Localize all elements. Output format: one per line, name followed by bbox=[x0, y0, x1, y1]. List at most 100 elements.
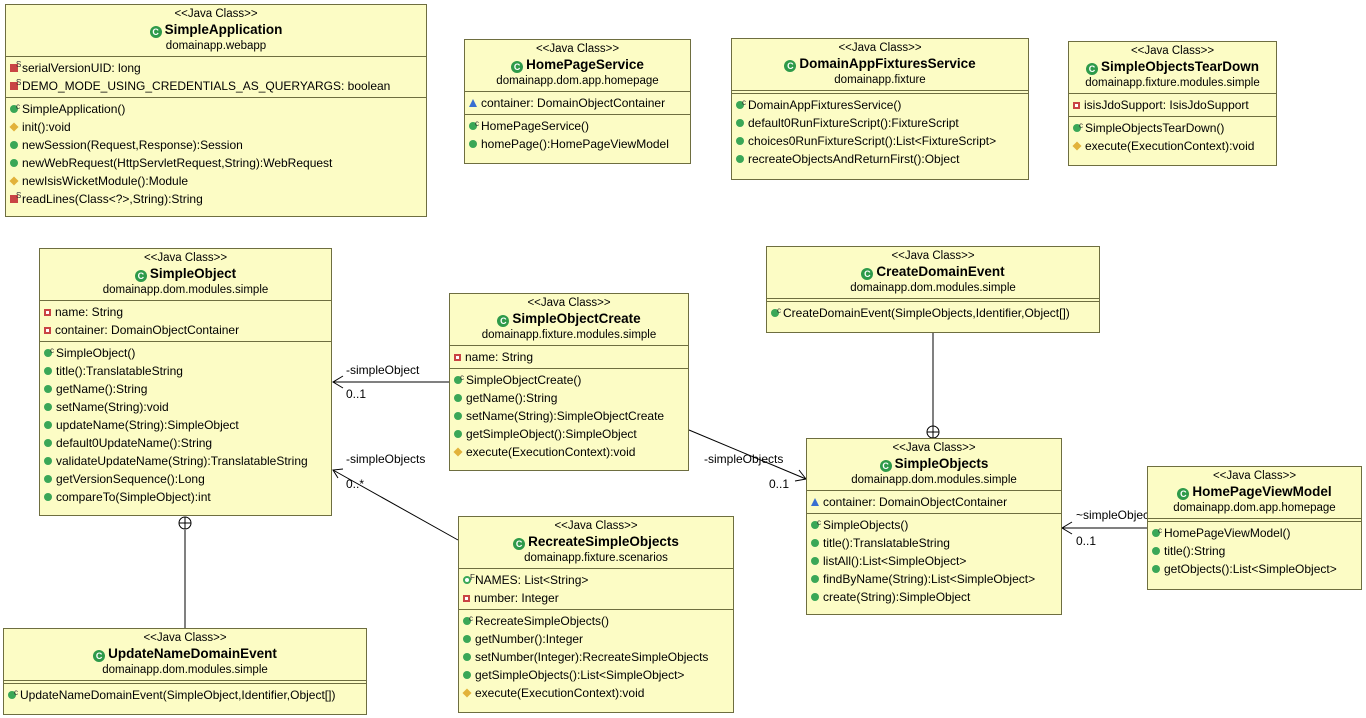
method: title():TranslatableString bbox=[56, 364, 183, 378]
private-field-icon bbox=[44, 327, 51, 334]
class-name: DomainAppFixturesService bbox=[799, 56, 976, 71]
field: number: Integer bbox=[474, 591, 559, 605]
method: execute(ExecutionContext):void bbox=[466, 445, 636, 459]
class-name: RecreateSimpleObjects bbox=[528, 534, 679, 549]
role-label: ~simpleObjects bbox=[1076, 508, 1159, 522]
package-name: domainapp.dom.modules.simple bbox=[850, 282, 1016, 294]
field: container: DomainObjectContainer bbox=[55, 323, 240, 337]
field: serialVersionUID: long bbox=[22, 61, 141, 75]
class-name: SimpleApplication bbox=[164, 22, 283, 37]
method: updateName(String):SimpleObject bbox=[56, 418, 239, 432]
method: choices0RunFixtureScript():List<FixtureS… bbox=[748, 134, 997, 148]
public-method-icon bbox=[454, 412, 462, 420]
multiplicity-label: 0..1 bbox=[769, 477, 790, 491]
public-method-icon bbox=[736, 119, 744, 127]
protected-method-icon bbox=[1072, 141, 1082, 151]
class-name: SimpleObjectCreate bbox=[512, 311, 641, 326]
assoc-line-create-objects bbox=[688, 429, 807, 480]
class-name: CreateDomainEvent bbox=[876, 264, 1005, 279]
method: CreateDomainEvent(SimpleObjects,Identifi… bbox=[783, 306, 1070, 320]
role-label: -simpleObjects bbox=[704, 452, 784, 466]
arrowhead bbox=[332, 375, 344, 389]
protected-method-icon bbox=[453, 447, 463, 457]
public-method-icon bbox=[10, 159, 18, 167]
public-method-icon bbox=[454, 394, 462, 402]
method: getName():String bbox=[466, 391, 558, 405]
package-field-icon bbox=[811, 498, 819, 506]
arrowhead bbox=[332, 468, 344, 479]
stereotype: <<Java Class>> bbox=[1212, 470, 1297, 482]
method: SimpleObjectsTearDown() bbox=[1085, 121, 1225, 135]
stereotype: <<Java Class>> bbox=[1130, 45, 1215, 57]
method: execute(ExecutionContext):void bbox=[475, 686, 645, 700]
constructor-icon bbox=[469, 115, 479, 133]
private-field-icon bbox=[44, 309, 51, 316]
public-method-icon bbox=[1152, 565, 1160, 573]
public-method-icon bbox=[463, 671, 471, 679]
constructor-icon bbox=[454, 369, 464, 387]
method: findByName(String):List<SimpleObject> bbox=[823, 572, 1036, 586]
package-name: domainapp.fixture.modules.simple bbox=[481, 329, 657, 341]
class-icon: C bbox=[784, 60, 797, 72]
constructor-icon bbox=[8, 684, 18, 702]
class-name: SimpleObjects bbox=[894, 456, 989, 471]
class-name: HomePageViewModel bbox=[1192, 484, 1332, 499]
field: container: DomainObjectContainer bbox=[823, 495, 1008, 509]
method: homePage():HomePageViewModel bbox=[481, 137, 669, 151]
package-name: domainapp.dom.modules.simple bbox=[102, 664, 268, 676]
class-icon: C bbox=[513, 538, 526, 550]
static-final-field-icon bbox=[463, 569, 475, 587]
field: container: DomainObjectContainer bbox=[481, 96, 666, 110]
private-field-icon bbox=[1073, 102, 1080, 109]
assoc-line-recreate-object bbox=[332, 469, 459, 541]
role-label: -simpleObject bbox=[346, 363, 420, 377]
package-name: domainapp.fixture.scenarios bbox=[524, 552, 668, 564]
public-method-icon bbox=[44, 475, 52, 483]
public-method-icon bbox=[44, 367, 52, 375]
public-method-icon bbox=[736, 155, 744, 163]
method: title():String bbox=[1164, 544, 1226, 558]
method: getSimpleObjects():List<SimpleObject> bbox=[475, 668, 685, 682]
multiplicity-label: 0..1 bbox=[346, 387, 367, 401]
stereotype: <<Java Class>> bbox=[527, 297, 611, 309]
method: readLines(Class<?>,String):String bbox=[22, 192, 203, 206]
public-method-icon bbox=[10, 141, 18, 149]
method: getObjects():List<SimpleObject> bbox=[1164, 562, 1337, 576]
role-label: -simpleObjects bbox=[346, 452, 426, 466]
method: default0UpdateName():String bbox=[56, 436, 213, 450]
public-method-icon bbox=[463, 635, 471, 643]
public-method-icon bbox=[44, 457, 52, 465]
constructor-icon bbox=[1073, 117, 1083, 135]
method: getVersionSequence():Long bbox=[56, 472, 205, 486]
public-method-icon bbox=[463, 653, 471, 661]
public-method-icon bbox=[44, 439, 52, 447]
stereotype: <<Java Class>> bbox=[838, 42, 922, 54]
protected-method-icon bbox=[462, 688, 472, 698]
constructor-icon bbox=[463, 610, 473, 628]
stereotype: <<Java Class>> bbox=[535, 43, 620, 55]
stereotype: <<Java Class>> bbox=[892, 442, 976, 454]
class-icon: C bbox=[1177, 488, 1190, 500]
stereotype: <<Java Class>> bbox=[891, 250, 975, 262]
public-method-icon bbox=[44, 493, 52, 501]
protected-method-icon bbox=[9, 122, 19, 132]
public-method-icon bbox=[811, 575, 819, 583]
private-static-method-icon bbox=[10, 187, 21, 205]
class-icon: C bbox=[134, 270, 147, 282]
public-method-icon bbox=[44, 385, 52, 393]
method: create(String):SimpleObject bbox=[823, 590, 971, 604]
method: RecreateSimpleObjects() bbox=[475, 614, 610, 628]
public-method-icon bbox=[811, 593, 819, 601]
arrowhead bbox=[1061, 521, 1073, 535]
